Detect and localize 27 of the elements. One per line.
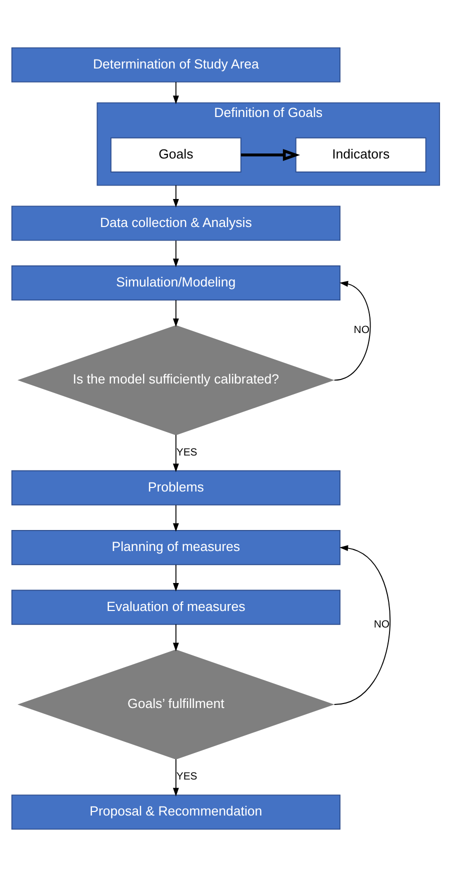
node-box: Problems [11, 470, 340, 506]
edge-label: YES [176, 772, 198, 783]
arrow [172, 82, 179, 104]
arrow [172, 564, 179, 592]
node-box: Data collection & Analysis [11, 206, 340, 241]
arrow [172, 758, 179, 796]
node-box: Planning of measures [11, 530, 340, 566]
edge-label: YES [176, 447, 198, 458]
arrow [172, 434, 179, 472]
node-diamond: Goals’ fulfillment [18, 649, 334, 760]
arrow [172, 184, 179, 208]
arrow [172, 504, 179, 532]
node-diamond: Is the model sufficiently calibrated? [18, 325, 334, 436]
edge-label: NO [354, 324, 370, 336]
arrow [334, 545, 390, 705]
arrow [334, 280, 371, 381]
node-box: Evaluation of measures [11, 590, 340, 625]
arrow [172, 624, 179, 652]
edge-label: NO [374, 619, 390, 630]
node-box: Simulation/Modeling [11, 265, 340, 301]
node-box: Determination of Study Area [11, 47, 340, 82]
arrow [240, 148, 300, 161]
arrow [172, 300, 179, 327]
arrow [172, 240, 179, 268]
node-box: Proposal & Recommendation [11, 794, 340, 830]
node-box: Goals [110, 137, 242, 172]
node-box: Indicators [295, 137, 426, 172]
